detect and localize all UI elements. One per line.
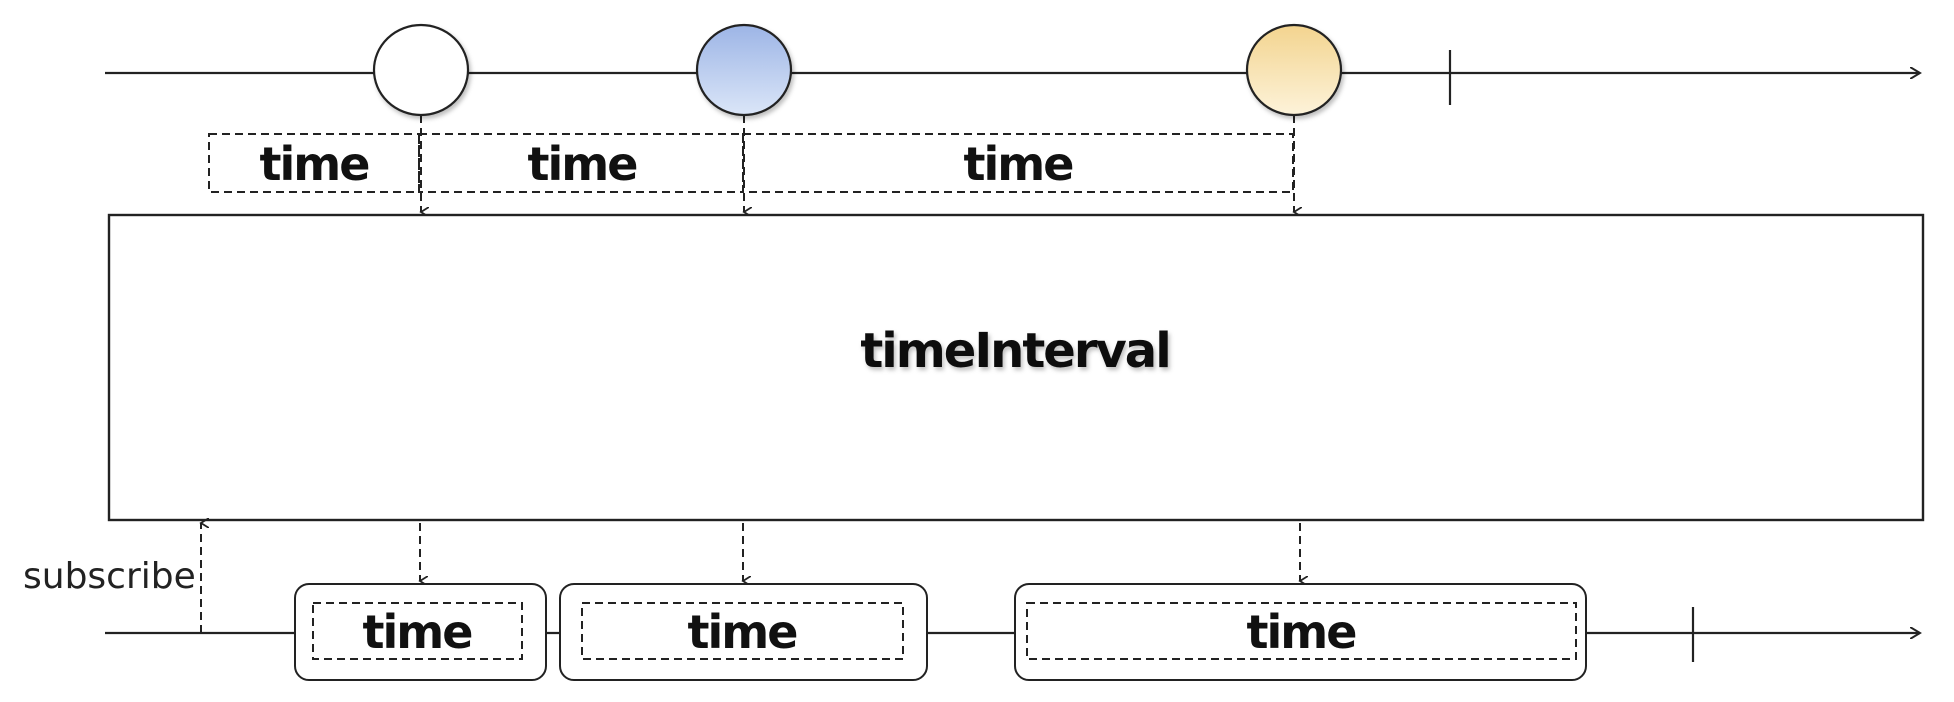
marble-yellow [1245, 23, 1343, 117]
output-item-frame [294, 583, 547, 681]
subscribe-label: subscribe [23, 556, 196, 597]
output-items: time time time [294, 583, 1587, 681]
subscribe-group: subscribe [23, 523, 201, 633]
operator-rectangle [107, 213, 1925, 522]
time-span-3 [742, 133, 1294, 193]
output-item-inner [312, 602, 523, 660]
output-item-inner [1026, 602, 1577, 660]
output-item-frame [559, 583, 928, 681]
output-emission-arrows [420, 523, 1300, 581]
input-emission-arrows [421, 115, 1294, 212]
output-item-inner [581, 602, 904, 660]
output-time-label-3: time [1247, 605, 1356, 659]
marble-blue [695, 23, 793, 117]
operator-label: timeInterval [860, 323, 1169, 379]
output-item-3: time [1014, 583, 1587, 681]
output-time-label-1: time [363, 605, 472, 659]
input-time-spans: time time time [208, 133, 1294, 193]
output-item-frame [1014, 583, 1587, 681]
input-time-label-1: time [260, 137, 369, 191]
input-time-label-2: time [528, 137, 637, 191]
output-item-2: time [559, 583, 928, 681]
input-marbles [372, 23, 1343, 117]
output-time-label-2: time [688, 605, 797, 659]
input-time-label-3: time [964, 137, 1073, 191]
operator-box: timeInterval [107, 213, 1925, 522]
marble-white [372, 23, 470, 117]
output-item-1: time [294, 583, 547, 681]
